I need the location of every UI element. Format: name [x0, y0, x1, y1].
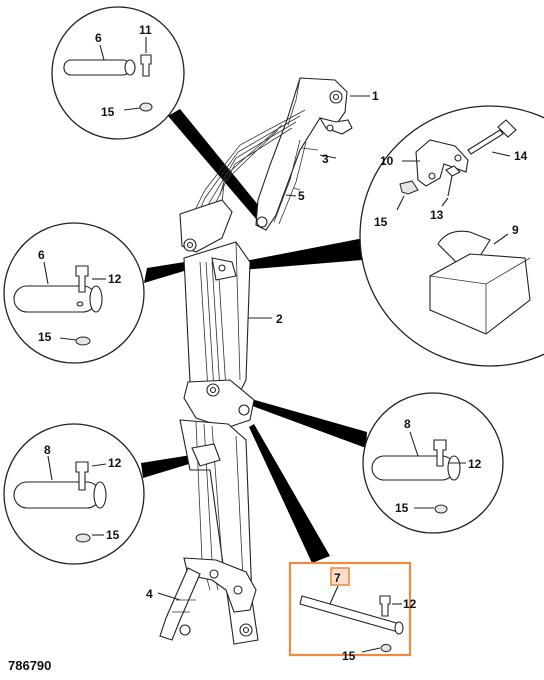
right-pin-label: 8 [404, 417, 411, 431]
top-detail-bolt-label: 11 [139, 23, 152, 37]
pointer-beam-lower-box [249, 424, 330, 563]
callout-5: 5 [298, 189, 305, 203]
bracket-label: 10 [380, 154, 394, 168]
left-upper-nut-label: 15 [38, 330, 52, 344]
pointer-beam-right-lower [247, 398, 367, 448]
left-upper-pin-label: 6 [38, 248, 45, 262]
callout-3: 3 [322, 152, 329, 166]
box-pin-label: 7 [334, 571, 341, 585]
bracket-bolt-label: 14 [514, 149, 528, 163]
box-bolt-label: 12 [403, 597, 417, 611]
top-detail-nut-label: 15 [101, 105, 115, 119]
left-upper-bolt-label: 12 [108, 272, 122, 286]
pointer-beam-right-large [240, 238, 364, 270]
right-bolt-label: 12 [468, 457, 482, 471]
pin-7-label-highlight [330, 567, 350, 586]
callout-1: 1 [372, 89, 379, 103]
detail-bracket-circle: 10 14 15 13 9 [359, 105, 544, 367]
right-nut-label: 15 [395, 501, 409, 515]
left-lower-bolt-label: 12 [108, 456, 122, 470]
drawing-number: 786790 [8, 658, 52, 673]
block-label: 9 [512, 223, 519, 237]
bracket-nut-label: 15 [374, 215, 388, 229]
detail-left-upper-circle: 6 12 15 [3, 222, 145, 364]
detail-right-circle: 8 12 15 [362, 392, 504, 534]
left-lower-pin-label: 8 [44, 443, 51, 457]
detail-left-lower-circle: 8 12 15 [3, 423, 145, 565]
detail-top-circle: 6 11 15 [51, 6, 185, 140]
boom-assembly [159, 77, 353, 645]
box-nut-label: 15 [342, 649, 356, 663]
callout-2: 2 [276, 312, 283, 326]
assembly-callouts: 1 3 5 2 4 [146, 89, 379, 601]
bracket-screw-label: 13 [430, 208, 444, 222]
left-lower-nut-label: 15 [106, 528, 120, 542]
top-detail-pin-label: 6 [95, 31, 102, 45]
callout-4: 4 [146, 587, 153, 601]
pointer-beam-top [168, 109, 272, 226]
detail-lower-box: 7 12 15 [288, 561, 417, 663]
highlight-box [288, 561, 412, 657]
